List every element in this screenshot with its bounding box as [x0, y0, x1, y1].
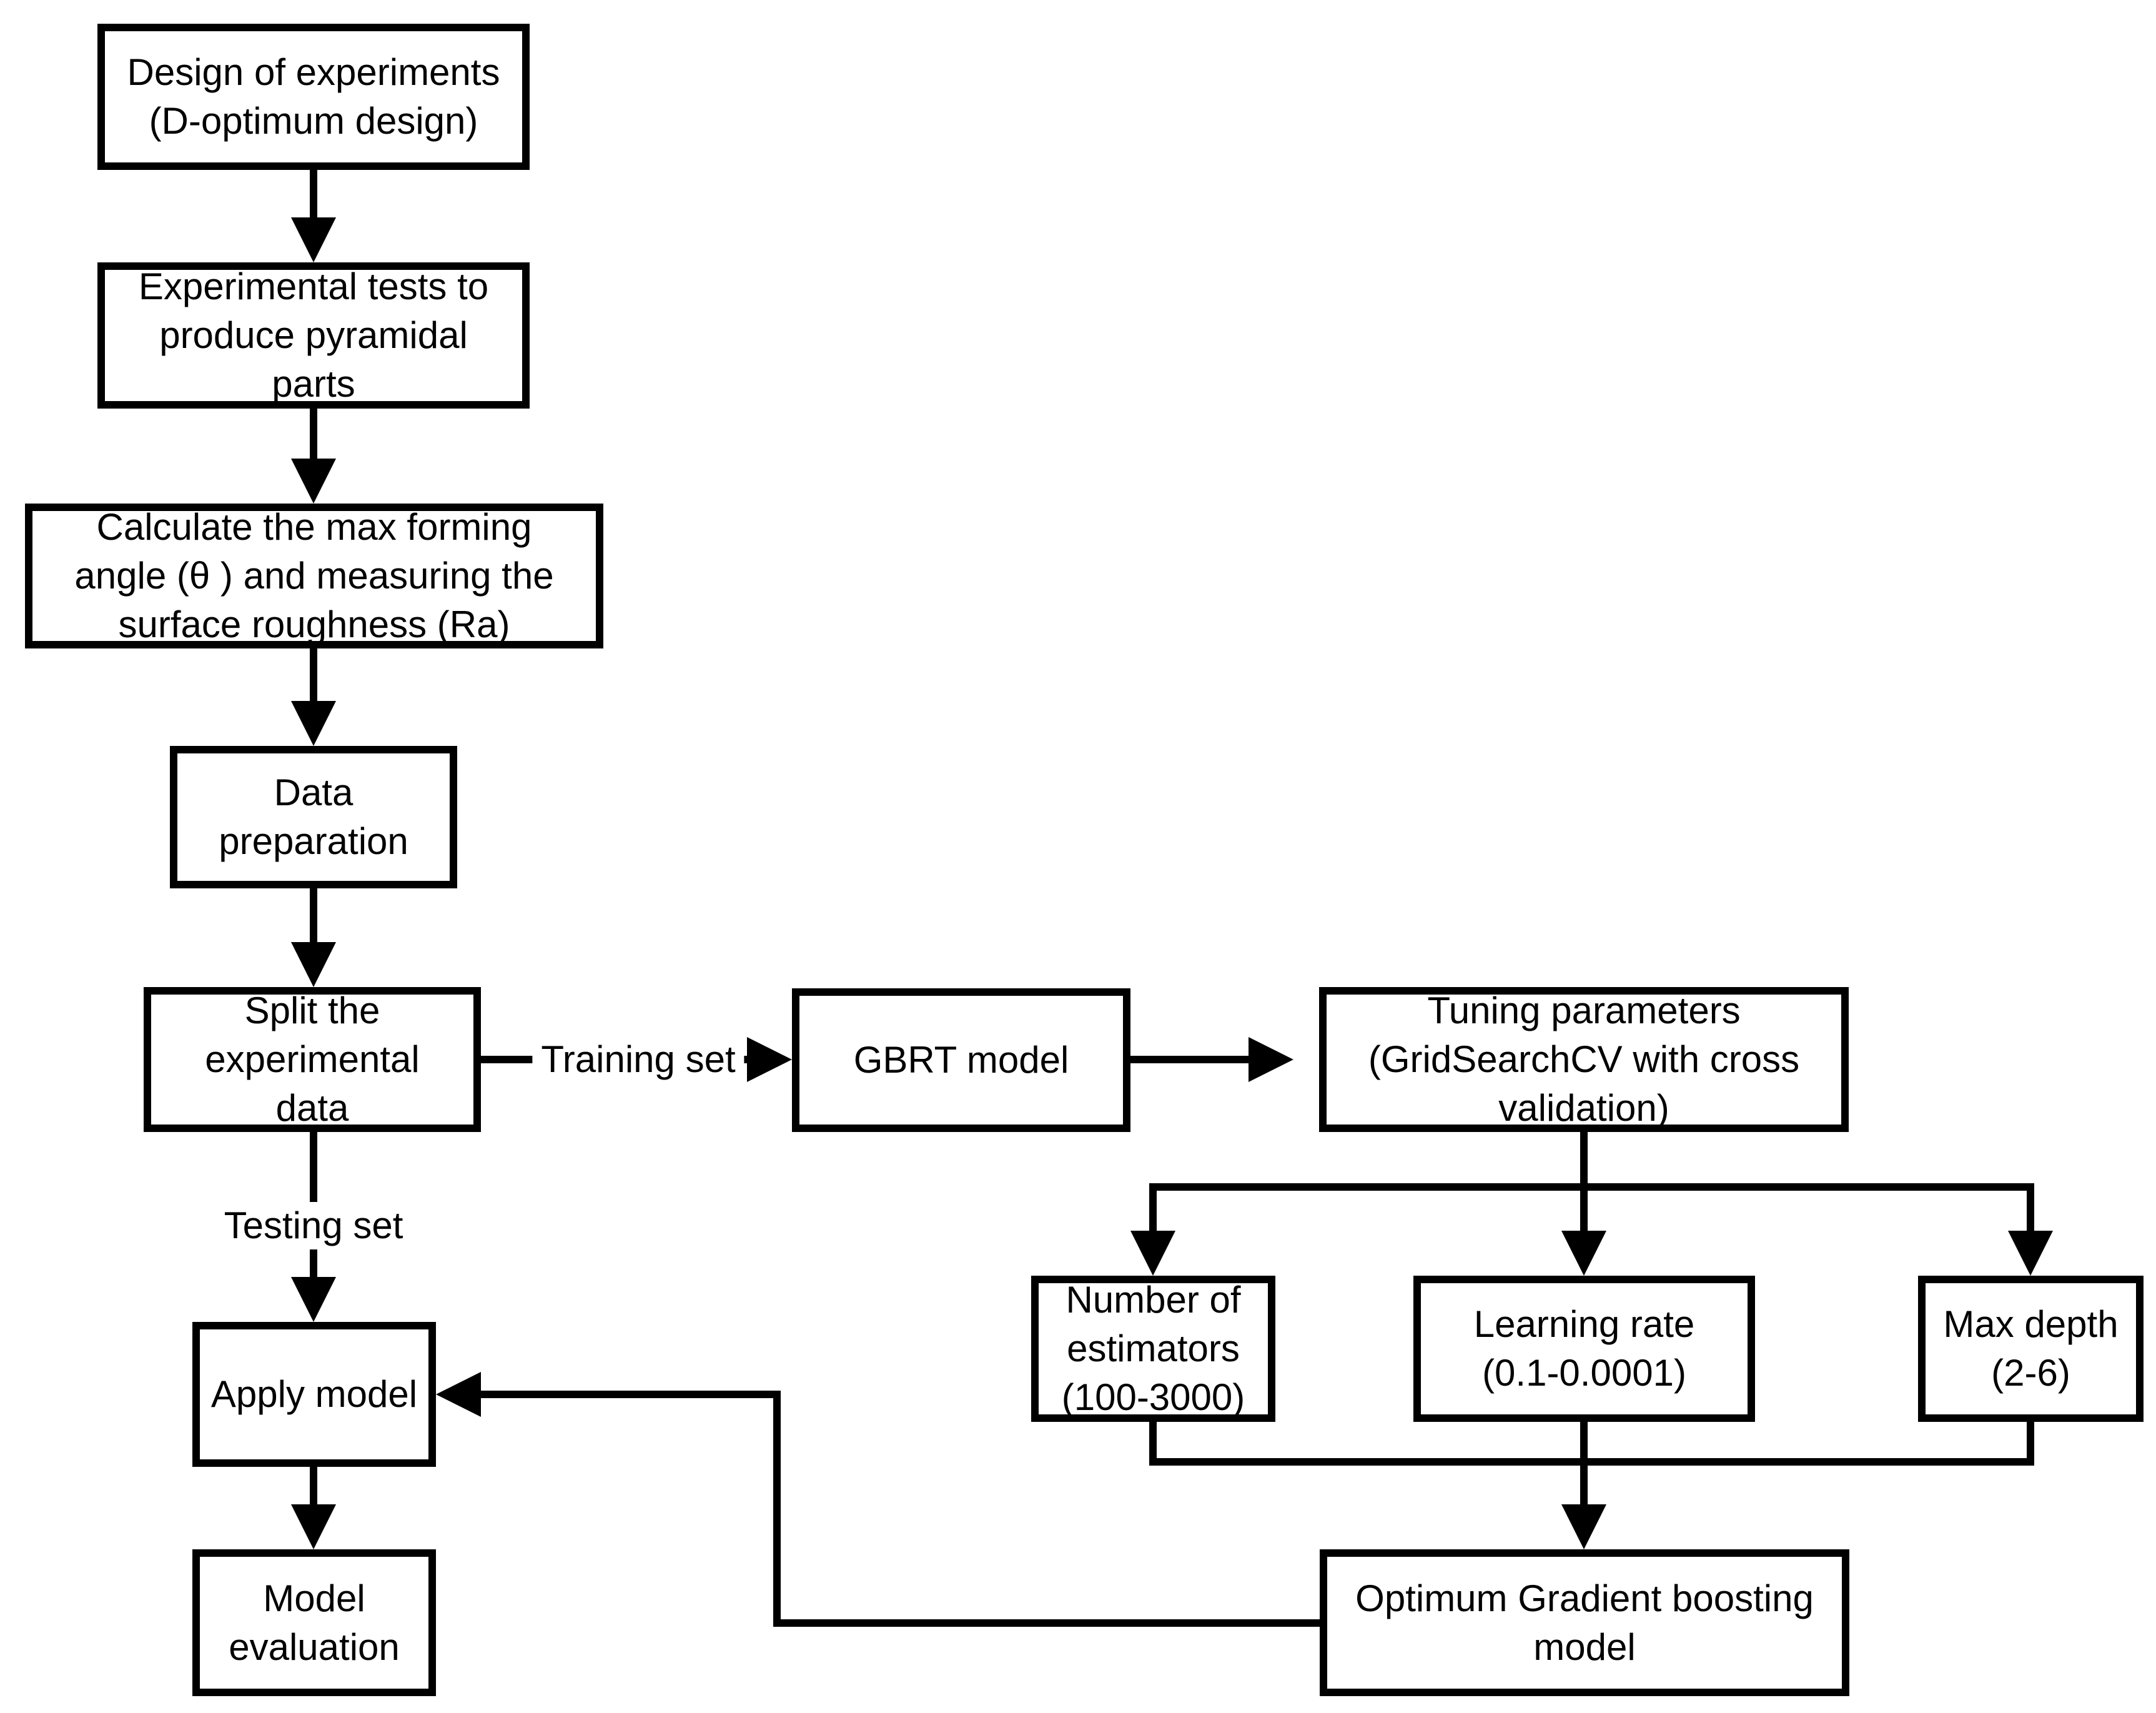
- connector-parameters-to-optimum: [1149, 1422, 2034, 1549]
- node-optimum-gradient-boosting-model: Optimum Gradient boosting model: [1320, 1549, 1849, 1696]
- node-tuning-parameters: Tuning parameters (GridSearchCV with cro…: [1319, 987, 1849, 1132]
- arrow-apply-to-evaluation: [291, 1467, 336, 1549]
- arrow-preparation-to-split: [291, 888, 336, 987]
- node-data-preparation: Data preparation: [170, 746, 457, 888]
- connector-optimum-to-apply: [436, 1372, 1320, 1627]
- node-number-of-estimators: Number of estimators (100-3000): [1031, 1276, 1275, 1422]
- edge-label-testing-set: Testing set: [215, 1202, 412, 1249]
- node-experimental-tests: Experimental tests to produce pyramidal …: [97, 262, 530, 409]
- node-learning-rate: Learning rate (0.1-0.0001): [1413, 1276, 1755, 1422]
- node-calculate-forming-angle: Calculate the max forming angle (θ ) and…: [25, 504, 603, 648]
- arrow-design-to-tests: [291, 170, 336, 262]
- node-gbrt-model: GBRT model: [792, 988, 1130, 1132]
- node-design-of-experiments: Design of experiments (D-optimum design): [97, 24, 530, 170]
- edge-label-training-set: Training set: [532, 1036, 744, 1083]
- node-max-depth: Max depth (2-6): [1918, 1276, 2144, 1422]
- arrow-tests-to-calculate: [291, 409, 336, 504]
- node-split-experimental-data: Split the experimental data: [144, 987, 481, 1132]
- connector-tuning-fanout: [1130, 1132, 2053, 1276]
- node-model-evaluation: Model evaluation: [192, 1549, 436, 1696]
- arrow-calculate-to-preparation: [291, 648, 336, 746]
- node-apply-model: Apply model: [192, 1322, 436, 1467]
- arrow-gbrt-to-tuning: [1130, 1037, 1293, 1082]
